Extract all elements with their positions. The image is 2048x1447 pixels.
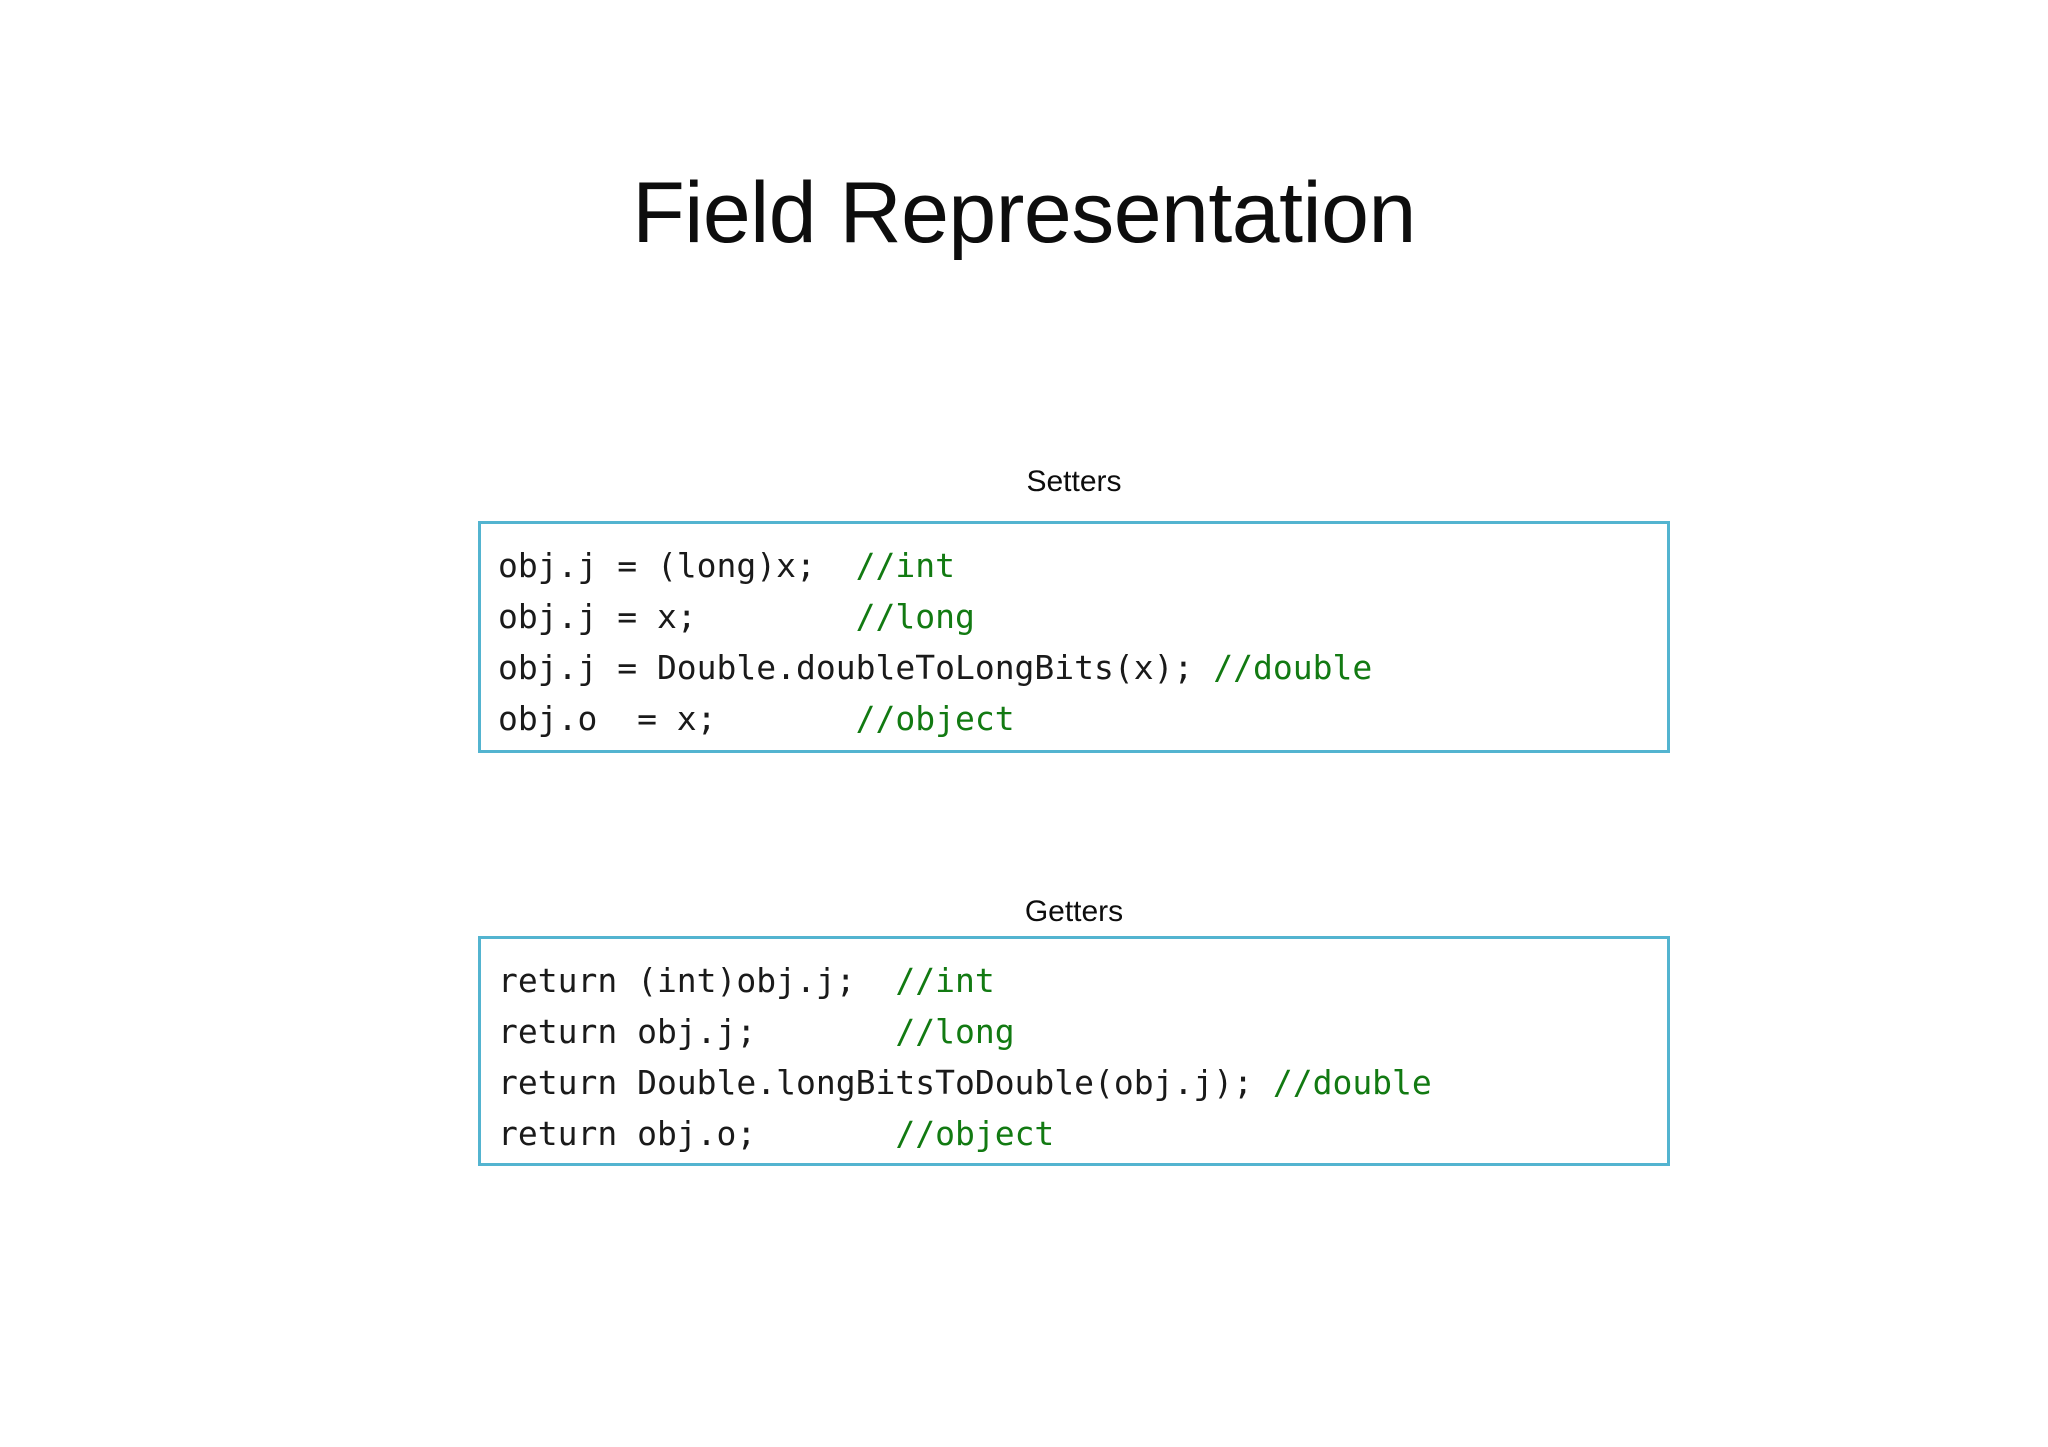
code-comment: //double [1213,648,1373,687]
code-text: obj.j = Double.doubleToLongBits(x); [498,648,1214,687]
code-text: return Double.longBitsToDouble(obj.j); [498,1063,1273,1102]
code-line: obj.j = x; //long [498,591,1667,642]
page-title: Field Representation [632,165,1416,261]
code-line: return obj.o; //object [498,1108,1667,1159]
code-text: obj.j = x; [498,597,856,636]
code-text: return obj.o; [498,1114,896,1153]
code-comment: //long [895,1012,1015,1051]
code-comment: //object [895,1114,1055,1153]
code-line: return obj.j; //long [498,1006,1667,1057]
getters-code-box: return (int)obj.j; //int return obj.j; /… [478,936,1670,1166]
code-comment: //double [1272,1063,1432,1102]
code-line: obj.j = (long)x; //int [498,540,1667,591]
getters-caption: Getters [1024,895,1124,928]
code-text: return obj.j; [498,1012,896,1051]
setters-caption: Setters [1026,465,1122,498]
code-line: obj.o = x; //object [498,693,1667,744]
code-line: return (int)obj.j; //int [498,955,1667,1006]
code-line: return Double.longBitsToDouble(obj.j); /… [498,1057,1667,1108]
code-comment: //int [855,546,955,585]
code-text: obj.j = (long)x; [498,546,856,585]
setters-code-box: obj.j = (long)x; //int obj.j = x; //long… [478,521,1670,753]
code-comment: //long [855,597,975,636]
code-text: obj.o = x; [498,699,856,738]
code-line: obj.j = Double.doubleToLongBits(x); //do… [498,642,1667,693]
code-comment: //int [895,961,995,1000]
code-comment: //object [855,699,1015,738]
code-text: return (int)obj.j; [498,961,896,1000]
